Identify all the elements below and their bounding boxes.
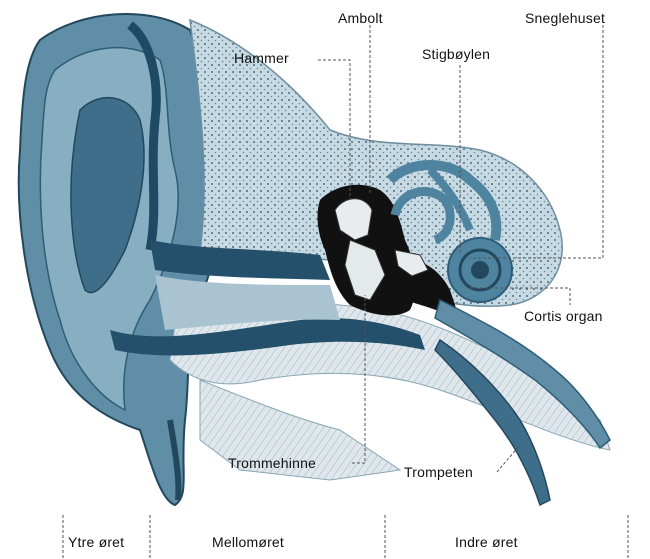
label-cortis-organ: Cortis organ	[524, 308, 603, 324]
label-hammer: Hammer	[234, 50, 289, 66]
label-ambolt: Ambolt	[338, 10, 383, 26]
section-inner-ear: Indre øret	[455, 534, 518, 550]
label-trommehinne: Trommehinne	[228, 455, 316, 471]
label-stigboylen: Stigbøylen	[422, 46, 490, 62]
label-trompeten: Trompeten	[404, 464, 473, 480]
section-outer-ear: Ytre øret	[68, 534, 124, 550]
section-middle-ear: Mellomøret	[212, 534, 284, 550]
label-sneglehuset: Sneglehuset	[525, 10, 605, 26]
